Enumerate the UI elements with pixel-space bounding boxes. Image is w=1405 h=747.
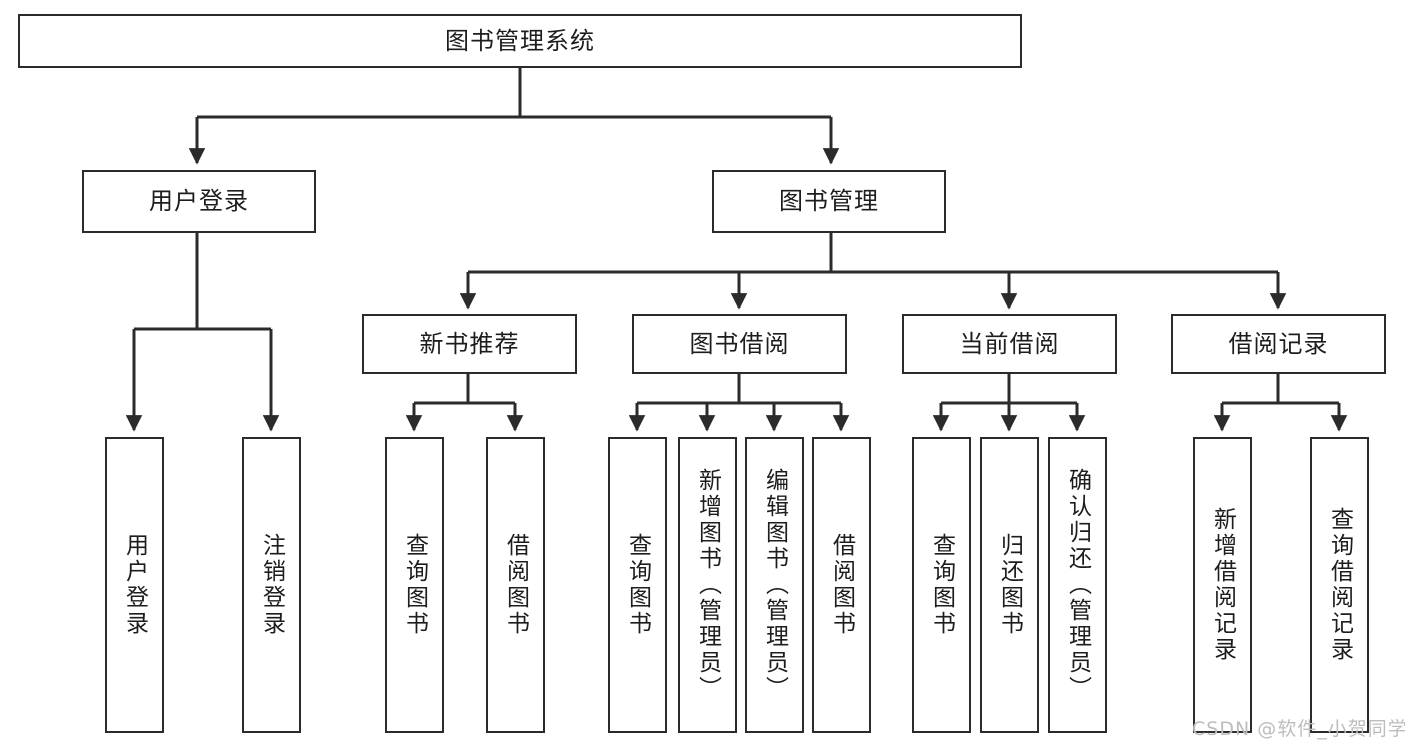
leaf-book-borrow-query-book[interactable]: 查询图书 [608,437,667,733]
node-label: 查询图书 [624,533,651,637]
node-label: 查询图书 [401,533,428,637]
csdn-watermark: CSDN @软件_小贺同学 [1192,718,1405,740]
node-label: 借阅图书 [502,533,529,637]
leaf-current-borrow-return-book[interactable]: 归还图书 [980,437,1039,733]
node-label: 图书管理系统 [445,26,595,55]
node-label: 新增图书（管理员） [694,468,721,702]
node-label: 确认归还（管理员） [1064,468,1091,702]
node-label: 查询图书 [928,533,955,637]
leaf-user-login-login[interactable]: 用户登录 [105,437,164,733]
leaf-new-book-borrow-book[interactable]: 借阅图书 [486,437,545,733]
node-new-book-recommend[interactable]: 新书推荐 [362,314,577,374]
node-book-management[interactable]: 图书管理 [712,170,946,233]
leaf-user-login-logout[interactable]: 注销登录 [242,437,301,733]
leaf-book-borrow-add-book-admin[interactable]: 新增图书（管理员） [678,437,737,733]
node-label: 用户登录 [121,533,148,637]
node-label: 借阅记录 [1228,329,1329,358]
node-label: 归还图书 [996,533,1023,637]
node-label: 借阅图书 [828,533,855,637]
leaf-borrow-record-query-record[interactable]: 查询借阅记录 [1310,437,1369,733]
node-label: 新增借阅记录 [1209,507,1236,663]
leaf-book-borrow-edit-book-admin[interactable]: 编辑图书（管理员） [745,437,804,733]
node-label: 当前借阅 [959,329,1060,358]
leaf-current-borrow-query-book[interactable]: 查询图书 [912,437,971,733]
leaf-current-borrow-confirm-return-admin[interactable]: 确认归还（管理员） [1048,437,1107,733]
node-root-book-management-system[interactable]: 图书管理系统 [18,14,1022,68]
node-book-borrow[interactable]: 图书借阅 [632,314,847,374]
node-label: 编辑图书（管理员） [761,468,788,702]
node-label: 用户登录 [149,187,249,216]
leaf-borrow-record-add-record[interactable]: 新增借阅记录 [1193,437,1252,733]
leaf-book-borrow-borrow-book[interactable]: 借阅图书 [812,437,871,733]
node-borrow-record[interactable]: 借阅记录 [1171,314,1386,374]
node-label: 注销登录 [258,533,285,637]
node-user-login[interactable]: 用户登录 [82,170,316,233]
leaf-new-book-query-book[interactable]: 查询图书 [385,437,444,733]
node-label: 图书管理 [779,187,879,216]
node-label: 图书借阅 [689,329,790,358]
node-label: 新书推荐 [419,329,520,358]
node-label: 查询借阅记录 [1326,507,1353,663]
node-current-borrow[interactable]: 当前借阅 [902,314,1117,374]
